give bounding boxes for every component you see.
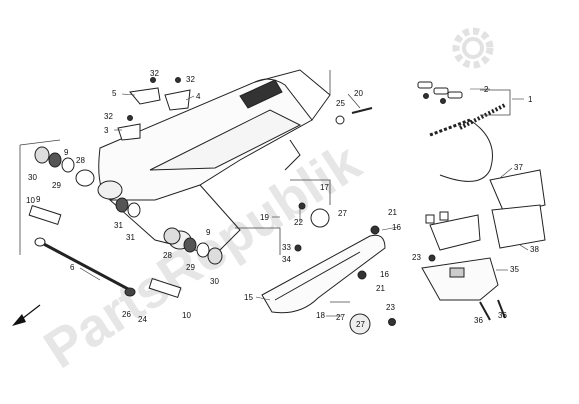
callout-25: 25 [336,99,345,108]
pivot-bearings-right [115,197,223,265]
callout-2: 2 [484,85,489,94]
callout-37: 37 [514,163,523,172]
gear-icon [452,27,494,69]
chain-slider [261,234,386,314]
callout-1: 1 [528,95,533,104]
callout-15: 15 [244,293,253,302]
master-link [417,81,463,104]
callout-9-top: 9 [64,148,69,157]
callout-28-bottom: 28 [163,251,172,260]
drive-chain [429,103,506,182]
callout-38: 38 [530,245,539,254]
callout-29-bottom: 29 [186,263,195,272]
callout-5: 5 [112,89,117,98]
callout-10-top: 10 [26,196,35,205]
front-direction-arrow-icon [12,304,41,326]
callout-21-top: 21 [388,208,397,217]
callout-30-bottom: 30 [210,277,219,286]
callout-27-a: 27 [338,209,347,218]
callout-17: 17 [320,183,329,192]
callout-24: 24 [138,315,147,324]
swingarm-group-outline [19,70,331,255]
callout-4: 4 [196,92,201,101]
chain-group-outline [290,89,511,303]
callout-36-a: 36 [474,316,483,325]
callout-21-bottom: 21 [376,284,385,293]
callout-9-right: 9 [206,228,211,237]
callout-27-c: 27 [356,320,365,329]
callout-36-b: 36 [498,311,507,320]
callout-10-bottom: 10 [182,311,191,320]
swingarm [97,69,331,256]
top-brackets [117,77,191,141]
callout-9-left: 9 [36,195,41,204]
callout-18: 18 [316,311,325,320]
callout-22: 22 [294,218,303,227]
callout-32-b: 32 [186,75,195,84]
callout-20: 20 [354,89,363,98]
callout-35: 35 [510,265,519,274]
callout-32-a: 32 [150,69,159,78]
callout-27-b: 27 [336,313,345,322]
callout-labels: 1 2 3 4 5 6 9 9 9 10 10 15 16 16 17 18 1… [26,69,539,329]
pivot-bearings-left [34,146,95,187]
callout-3: 3 [104,126,109,135]
callout-23-bottom: 23 [386,303,395,312]
pivot-bolt [34,237,136,297]
collar-spacers [28,204,182,299]
callout-19: 19 [260,213,269,222]
callout-23-top: 23 [412,253,421,262]
callout-30-top: 30 [28,173,37,182]
callout-28-top: 28 [76,156,85,165]
callout-34: 34 [282,255,291,264]
callout-26: 26 [122,310,131,319]
chain-guide [421,257,499,301]
callout-16-bottom: 16 [380,270,389,279]
callout-33: 33 [282,243,291,252]
callout-31-b: 31 [126,233,135,242]
chain-guide-slides [429,169,546,251]
callout-6: 6 [70,263,75,272]
rollers-and-bolts [294,107,506,335]
callout-29-top: 29 [52,181,61,190]
leader-lines [79,88,529,317]
callout-31-a: 31 [114,221,123,230]
callout-32-c: 32 [104,112,113,121]
